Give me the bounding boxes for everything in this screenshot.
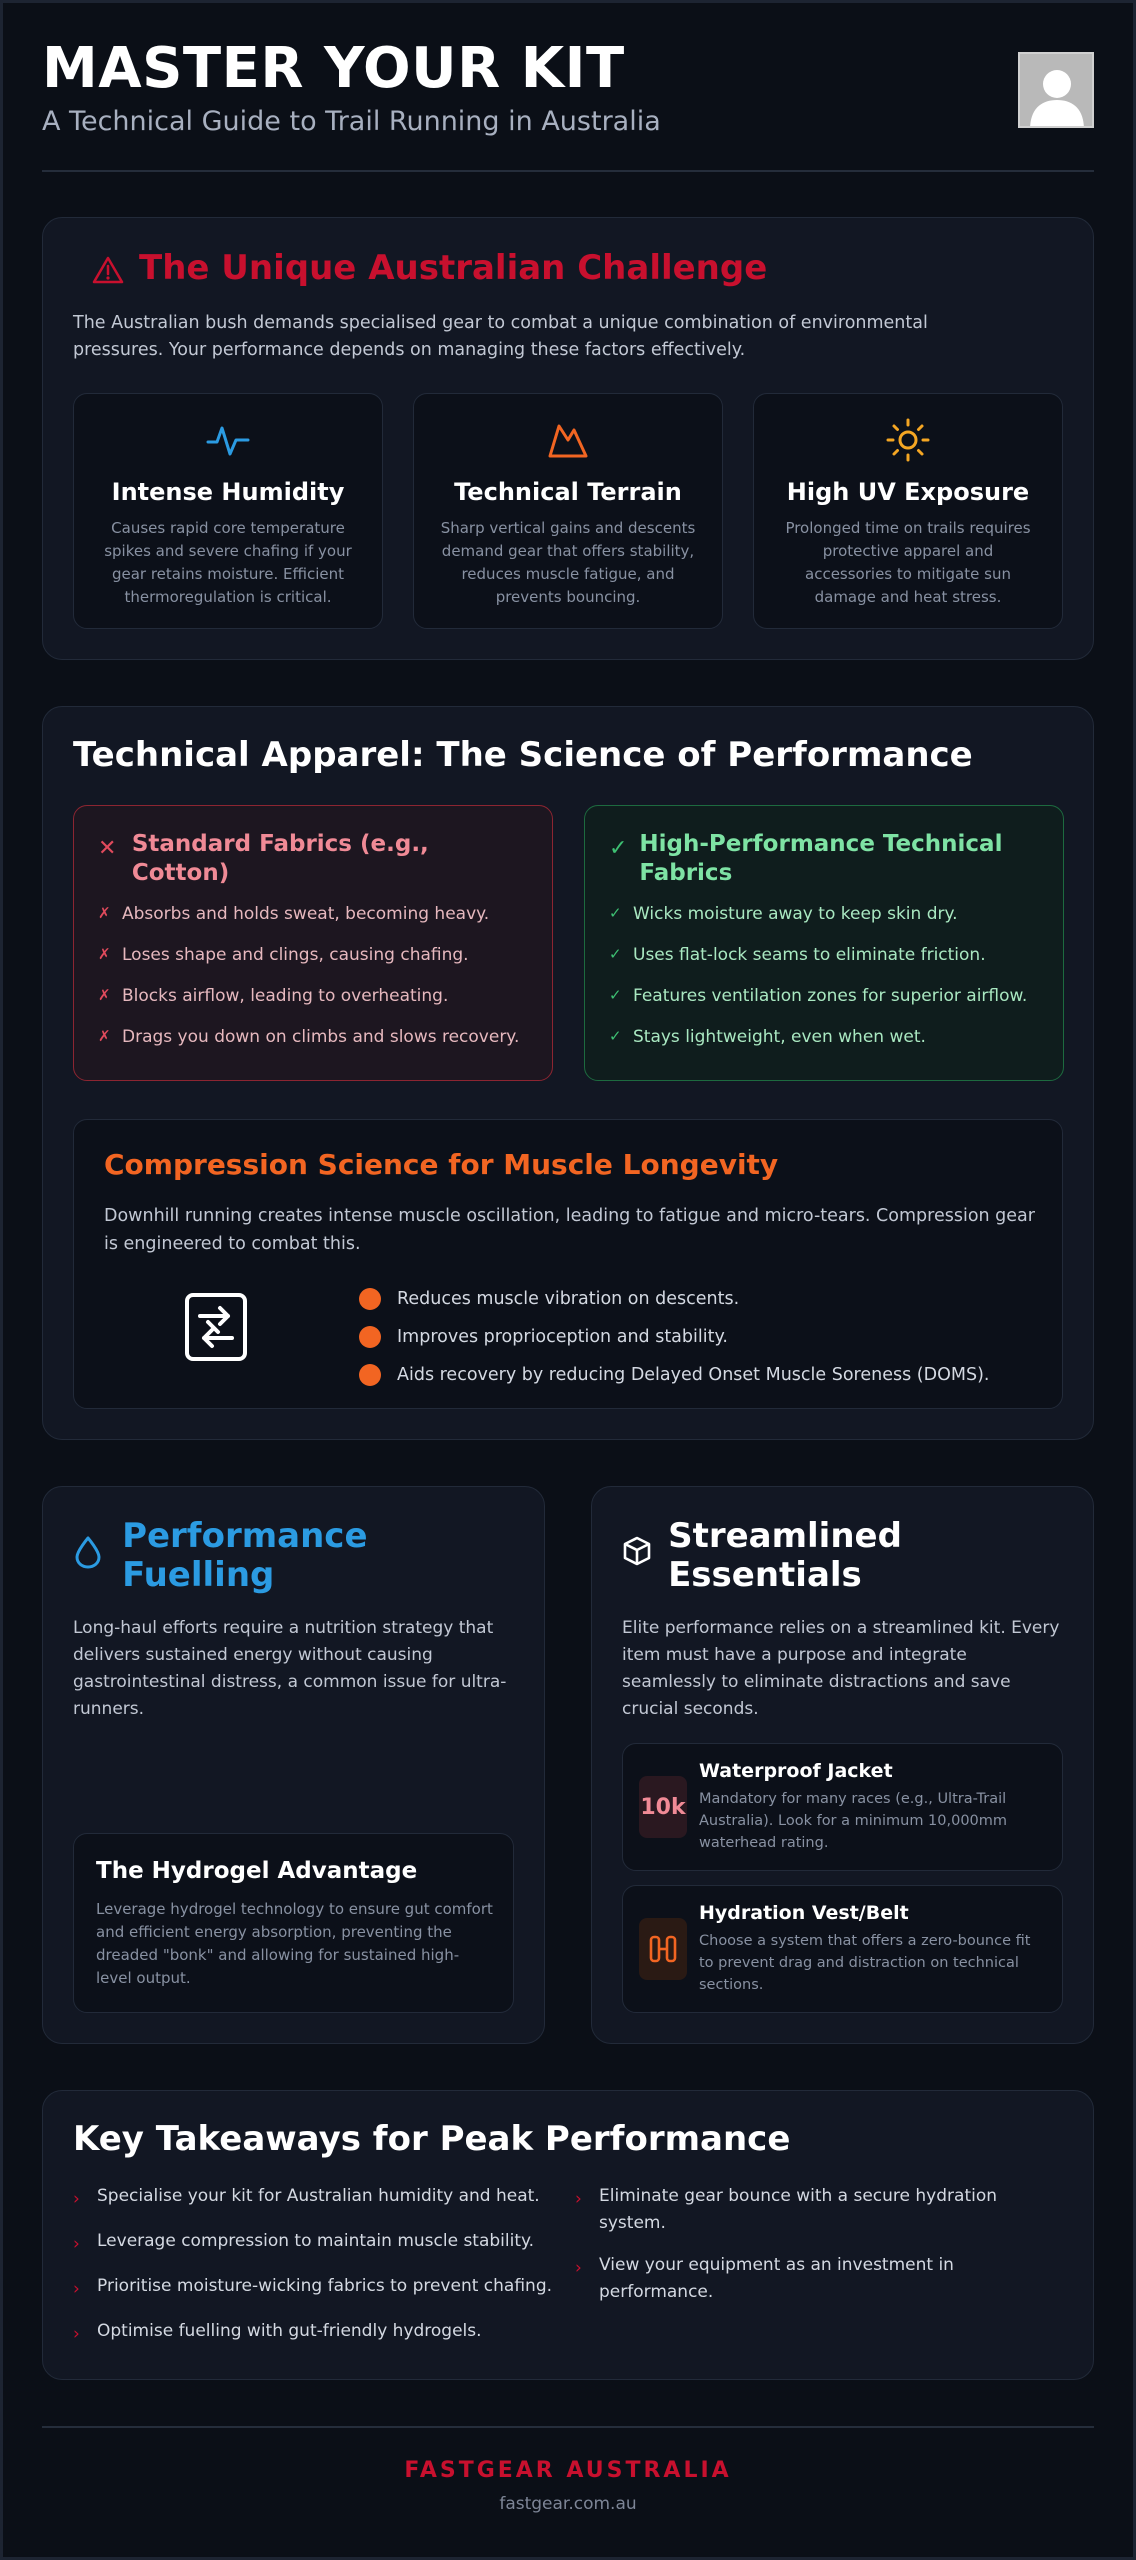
bullet-dot-icon: [359, 1288, 381, 1310]
takeaways-list-left: ›Specialise your kit for Australian humi…: [73, 2183, 553, 2363]
chevron-right-icon: ›: [73, 2189, 80, 2209]
technical-fabrics-list: ✓Wicks moisture away to keep skin dry. ✓…: [609, 904, 1047, 1068]
apparel-title: Technical Apparel: The Science of Perfor…: [73, 735, 973, 775]
mountain-icon: [548, 424, 588, 458]
takeaways-title: Key Takeaways for Peak Performance: [73, 2119, 791, 2159]
hydrogel-description: Leverage hydrogel technology to ensure g…: [96, 1900, 493, 1987]
challenge-description: The Australian bush demands specialised …: [73, 313, 928, 360]
challenge-card-description: Causes rapid core temperature spikes and…: [104, 519, 352, 606]
essential-item-title: Hydration Vest/Belt: [699, 1902, 909, 1924]
challenge-card-title: Technical Terrain: [454, 478, 682, 506]
essential-item-hydration: Hydration Vest/Belt Choose a system that…: [622, 1885, 1063, 2013]
fuelling-description: Long-haul efforts require a nutrition st…: [73, 1618, 507, 1719]
chevron-right-icon: ›: [73, 2279, 80, 2299]
hydration-vest-icon: [649, 1935, 677, 1963]
essentials-description: Elite performance relies on a streamline…: [622, 1618, 1060, 1719]
challenge-heading: The Unique Australian Challenge: [91, 248, 767, 288]
chevron-right-icon: ›: [575, 2189, 582, 2209]
list-item: ›View your equipment as an investment in…: [575, 2252, 1035, 2306]
check-mark-icon: ✓: [609, 904, 622, 922]
challenge-card-humidity: Intense Humidity Causes rapid core tempe…: [73, 393, 383, 629]
footer-brand: FASTGEAR AUSTRALIA: [404, 2458, 732, 2483]
challenge-card-description: Sharp vertical gains and descents demand…: [440, 519, 696, 606]
check-mark-icon: ✓: [609, 945, 622, 963]
bullet-dot-icon: [359, 1364, 381, 1386]
package-box-icon: [623, 1536, 651, 1566]
check-mark-icon: ✓: [609, 986, 622, 1004]
check-mark-icon: ✓: [609, 1027, 622, 1045]
page-title: MASTER YOUR KIT: [42, 36, 625, 101]
list-item: ✓Stays lightweight, even when wet.: [609, 1027, 926, 1047]
list-item: ›Eliminate gear bounce with a secure hyd…: [575, 2183, 1035, 2237]
hydration-badge: [639, 1918, 687, 1980]
technical-fabrics-title: High-Performance Technical Fabrics: [639, 831, 1003, 886]
hydrogel-title: The Hydrogel Advantage: [96, 1858, 418, 1884]
essentials-title: Streamlined Essentials: [668, 1516, 902, 1595]
challenge-card-description: Prolonged time on trails requires protec…: [785, 519, 1031, 606]
list-item: ✗Blocks airflow, leading to overheating.: [98, 986, 449, 1006]
cross-mark-icon: ✗: [98, 986, 111, 1004]
compression-arrows-icon: [185, 1293, 247, 1361]
compression-description: Downhill running creates intense muscle …: [104, 1206, 1035, 1254]
infographic-page: MASTER YOUR KIT A Technical Guide to Tra…: [42, 0, 1094, 2514]
essential-item-description: Choose a system that offers a zero-bounc…: [699, 1933, 1031, 1993]
user-silhouette-icon: [1030, 70, 1084, 126]
list-item: Reduces muscle vibration on descents.: [359, 1280, 989, 1318]
water-drop-icon: [75, 1536, 101, 1569]
technical-fabrics-panel: ✓ High-Performance Technical Fabrics ✓Wi…: [584, 805, 1064, 1081]
essential-item-jacket: 10k Waterproof Jacket Mandatory for many…: [622, 1743, 1063, 1871]
footer-divider: [42, 2426, 1094, 2428]
standard-fabrics-title: Standard Fabrics (e.g., Cotton): [131, 831, 429, 886]
challenge-section: The Unique Australian Challenge The Aust…: [42, 217, 1094, 660]
chevron-right-icon: ›: [73, 2234, 80, 2254]
essential-item-description: Mandatory for many races (e.g., Ultra-Tr…: [699, 1791, 1008, 1851]
challenge-title: The Unique Australian Challenge: [139, 248, 768, 288]
list-item: ›Prioritise moisture-wicking fabrics to …: [73, 2273, 553, 2303]
compression-panel: Compression Science for Muscle Longevity…: [73, 1119, 1063, 1409]
fuelling-section: Performance Fuelling Long-haul efforts r…: [42, 1486, 545, 2044]
list-item: ›Specialise your kit for Australian humi…: [73, 2183, 553, 2213]
cross-mark-icon: ✗: [98, 904, 111, 922]
list-item: ✗Drags you down on climbs and slows reco…: [98, 1027, 520, 1047]
chevron-right-icon: ›: [73, 2324, 80, 2344]
essentials-section: Streamlined Essentials Elite performance…: [591, 1486, 1094, 2044]
hydrogel-panel: The Hydrogel Advantage Leverage hydrogel…: [73, 1833, 514, 2013]
cross-mark-icon: ✗: [98, 1027, 111, 1045]
pulse-icon: [206, 426, 250, 456]
list-item: Aids recovery by reducing Delayed Onset …: [359, 1356, 989, 1394]
takeaways-list-right: ›Eliminate gear bounce with a secure hyd…: [575, 2183, 1035, 2321]
sun-icon: [886, 418, 930, 462]
list-item: ›Optimise fuelling with gut-friendly hyd…: [73, 2318, 553, 2348]
list-item: ✗Loses shape and clings, causing chafing…: [98, 945, 469, 965]
takeaways-section: Key Takeaways for Peak Performance ›Spec…: [42, 2090, 1094, 2380]
page-subtitle: A Technical Guide to Trail Running in Au…: [42, 106, 661, 137]
challenge-card-uv: High UV Exposure Prolonged time on trail…: [753, 393, 1063, 629]
list-item: ✓Uses flat-lock seams to eliminate frict…: [609, 945, 986, 965]
list-item: ✓Wicks moisture away to keep skin dry.: [609, 904, 958, 924]
bullet-dot-icon: [359, 1326, 381, 1348]
list-item: ›Leverage compression to maintain muscle…: [73, 2228, 553, 2258]
avatar: [1018, 52, 1094, 128]
apparel-section: Technical Apparel: The Science of Perfor…: [42, 706, 1094, 1440]
cross-mark-icon: ✗: [98, 945, 111, 963]
cross-icon: ✕: [98, 836, 117, 861]
standard-fabrics-panel: ✕ Standard Fabrics (e.g., Cotton) ✗Absor…: [73, 805, 553, 1081]
list-item: ✗Absorbs and holds sweat, becoming heavy…: [98, 904, 490, 924]
list-item: Improves proprioception and stability.: [359, 1318, 989, 1356]
compression-list: Reduces muscle vibration on descents. Im…: [359, 1280, 989, 1394]
challenge-card-title: High UV Exposure: [786, 478, 1030, 506]
standard-fabrics-list: ✗Absorbs and holds sweat, becoming heavy…: [98, 904, 536, 1068]
warning-icon: [92, 256, 124, 283]
compression-title: Compression Science for Muscle Longevity: [104, 1148, 779, 1181]
waterhead-badge: 10k: [639, 1776, 687, 1838]
list-item: ✓Features ventilation zones for superior…: [609, 986, 1028, 1006]
header: MASTER YOUR KIT A Technical Guide to Tra…: [42, 0, 1094, 172]
check-icon: ✓: [609, 836, 628, 861]
fuelling-title: Performance Fuelling: [122, 1516, 368, 1595]
essential-item-title: Waterproof Jacket: [699, 1760, 893, 1782]
chevron-right-icon: ›: [575, 2258, 582, 2278]
footer-site-link[interactable]: fastgear.com.au: [499, 2494, 637, 2514]
challenge-card-title: Intense Humidity: [111, 478, 345, 506]
challenge-card-terrain: Technical Terrain Sharp vertical gains a…: [413, 393, 723, 629]
